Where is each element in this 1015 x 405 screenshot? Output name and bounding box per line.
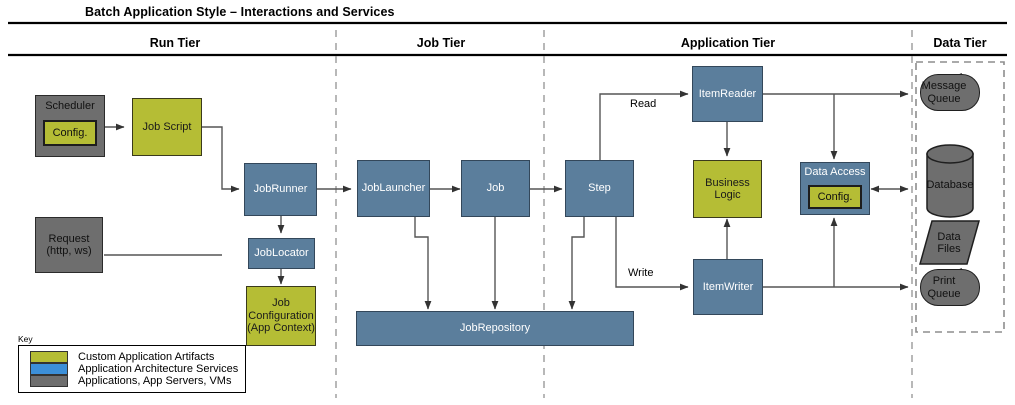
node-jobrepository[interactable]: JobRepository — [356, 311, 634, 346]
node-itemwriter[interactable]: ItemWriter — [693, 259, 763, 315]
node-request[interactable]: Request (http, ws) — [35, 217, 103, 273]
node-print-queue[interactable] — [920, 269, 980, 306]
tier-label-job: Job Tier — [416, 36, 466, 50]
node-request-label-line2: (http, ws) — [46, 245, 92, 257]
node-job-label: Job — [486, 182, 505, 195]
node-itemreader[interactable]: ItemReader — [692, 66, 763, 122]
database-shape — [926, 144, 974, 218]
node-business-logic-line1: Business — [705, 176, 750, 189]
node-scheduler-config-label: Config. — [52, 127, 88, 139]
page-title: Batch Application Style – Interactions a… — [85, 5, 395, 19]
node-data-access-config-label: Config. — [817, 191, 853, 203]
legend-caption: Key — [18, 334, 33, 344]
node-job-script[interactable]: Job Script — [132, 98, 202, 156]
node-joblauncher[interactable]: JobLauncher — [357, 160, 430, 217]
node-joblocator-label: JobLocator — [254, 247, 309, 260]
edge-label-read: Read — [630, 98, 657, 110]
tier-divider — [335, 30, 913, 398]
legend-swatch-applications — [30, 375, 68, 387]
node-job-configuration-line1: Job — [272, 297, 290, 310]
node-data-access-label: Data Access — [804, 166, 866, 178]
node-business-logic[interactable]: Business Logic — [693, 160, 762, 218]
node-itemwriter-label: ItemWriter — [702, 280, 754, 293]
node-job[interactable]: Job — [461, 160, 530, 217]
node-step-label: Step — [588, 182, 611, 195]
legend-label-applications: Applications, App Servers, VMs — [78, 375, 232, 387]
node-jobrunner-label: JobRunner — [253, 183, 308, 196]
node-jobrunner[interactable]: JobRunner — [244, 163, 317, 216]
node-data-access-config[interactable]: Config. — [808, 185, 862, 209]
node-job-configuration[interactable]: Job Configuration (App Context) — [246, 286, 316, 346]
legend-swatch-custom-artifacts — [30, 351, 68, 363]
node-business-logic-line2: Logic — [714, 189, 741, 201]
edge-label-write: Write — [628, 267, 654, 279]
node-job-script-label: Job Script — [142, 120, 192, 133]
tier-label-run: Run Tier — [149, 36, 201, 50]
node-scheduler-label: Scheduler — [45, 100, 95, 112]
tier-label-application: Application Tier — [680, 36, 776, 50]
tier-label-data: Data Tier — [933, 36, 987, 50]
legend-label-architecture-services: Application Architecture Services — [78, 363, 239, 375]
node-job-configuration-line2: Configuration — [248, 309, 314, 322]
node-message-queue[interactable] — [920, 74, 980, 111]
node-request-label-line1: Request — [48, 232, 90, 245]
node-jobrepository-label: JobRepository — [459, 322, 531, 335]
node-scheduler-config[interactable]: Config. — [43, 120, 97, 146]
legend-label-custom-artifacts: Custom Application Artifacts — [78, 351, 215, 363]
node-joblauncher-label: JobLauncher — [361, 182, 426, 195]
node-step[interactable]: Step — [565, 160, 634, 217]
data-files-shape — [919, 220, 980, 265]
node-job-configuration-line3: (App Context) — [247, 322, 315, 335]
node-joblocator[interactable]: JobLocator — [248, 238, 315, 269]
node-itemreader-label: ItemReader — [698, 87, 757, 100]
legend-swatch-architecture-services — [30, 363, 68, 375]
